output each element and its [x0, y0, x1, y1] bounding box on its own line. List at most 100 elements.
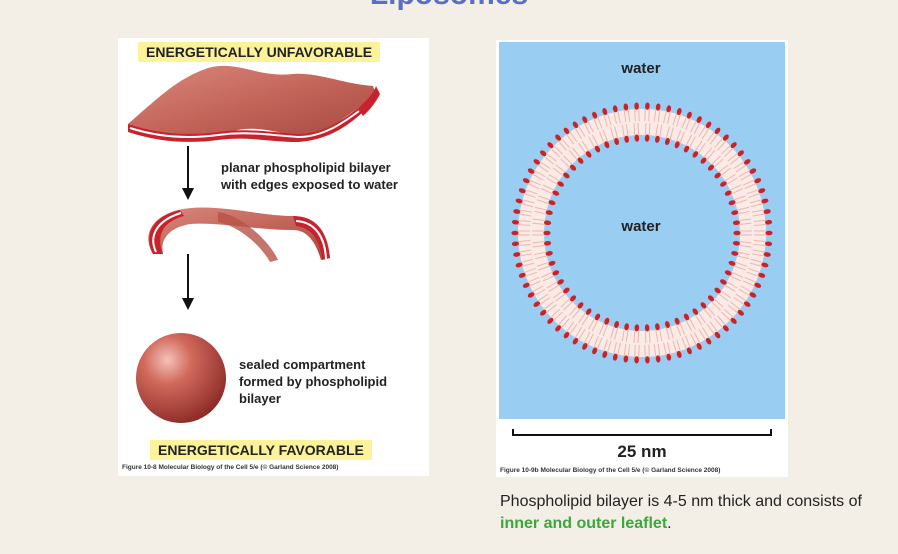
water-inside-label: water — [621, 218, 661, 235]
outer-leaflet-head — [522, 178, 530, 184]
outer-leaflet-tail — [681, 114, 688, 129]
outer-leaflet-tail — [653, 344, 657, 360]
inner-leaflet-tail — [548, 283, 562, 292]
inner-leaflet-head — [604, 317, 610, 325]
inner-leaflet-head — [563, 287, 570, 294]
outer-leaflet-tail — [638, 106, 640, 122]
inner-leaflet-tail — [598, 131, 606, 146]
inner-leaflet-tail — [614, 324, 619, 340]
inner-leaflet-head — [585, 308, 592, 315]
inner-leaflet-tail — [704, 150, 716, 163]
inner-leaflet-head — [664, 137, 670, 145]
outer-leaflet-head — [572, 337, 579, 345]
outer-leaflet-tail — [573, 125, 583, 139]
outer-leaflet-tail — [717, 315, 728, 328]
outer-leaflet-head — [696, 116, 702, 123]
inner-leaflet-tail — [678, 131, 686, 146]
outer-leaflet-tail — [735, 293, 749, 303]
inner-leaflet-head — [692, 151, 699, 158]
outer-leaflet-head — [623, 103, 629, 111]
outer-leaflet-tail — [740, 172, 755, 181]
outer-leaflet-tail — [738, 288, 753, 298]
outer-leaflet-head — [655, 103, 661, 111]
outer-leaflet-tail — [743, 178, 758, 186]
outer-leaflet-tail — [521, 267, 536, 274]
outer-leaflet-head — [764, 241, 773, 247]
inner-leaflet-head — [644, 134, 650, 142]
outer-leaflet-tail — [701, 125, 711, 139]
outer-leaflet-head — [518, 188, 526, 194]
outer-leaflet-tail — [744, 276, 759, 284]
inner-leaflet-tail — [633, 327, 636, 343]
inner-leaflet-tail — [732, 199, 748, 206]
liposome-diagram — [511, 102, 773, 436]
outer-leaflet-head — [555, 325, 562, 332]
outer-leaflet-tail — [743, 280, 758, 288]
outer-leaflet-head — [754, 282, 762, 288]
arrow-down-2 — [182, 254, 194, 310]
outer-leaflet-head — [513, 252, 521, 257]
inner-leaflet-tail — [718, 288, 732, 299]
inner-leaflet-head — [732, 240, 741, 246]
curved-bilayer-sheet — [148, 207, 330, 262]
outer-leaflet-tail — [627, 344, 631, 360]
outer-leaflet-tail — [559, 318, 570, 330]
inner-leaflet-tail — [712, 158, 724, 170]
outer-leaflet-tail — [548, 146, 561, 158]
outer-leaflet-tail — [627, 106, 631, 122]
outer-leaflet-tail — [733, 296, 747, 307]
outer-leaflet-head — [540, 309, 547, 316]
outer-leaflet-head — [634, 356, 639, 364]
inner-leaflet-tail — [542, 184, 557, 192]
outer-leaflet-head — [722, 134, 729, 141]
outer-leaflet-head — [511, 241, 520, 247]
inner-leaflet-tail — [552, 167, 566, 178]
outer-leaflet-tail — [709, 321, 720, 335]
inner-leaflet-tail — [731, 195, 746, 202]
outer-leaflet-tail — [529, 285, 544, 294]
outer-leaflet-tail — [522, 188, 538, 195]
outer-leaflet-tail — [672, 110, 678, 126]
inner-leaflet-tail — [633, 123, 636, 139]
outer-leaflet-head — [714, 331, 721, 339]
inner-leaflet-tail — [658, 326, 663, 342]
outer-leaflet-head — [582, 116, 588, 123]
outer-leaflet-tail — [746, 271, 762, 278]
outer-leaflet-tail — [698, 329, 708, 343]
inner-leaflet-head — [552, 190, 560, 196]
inner-leaflet-tail — [665, 324, 670, 340]
outer-leaflet-tail — [746, 188, 762, 195]
inner-leaflet-tail — [716, 164, 729, 175]
outer-leaflet-head — [533, 159, 541, 165]
outer-leaflet-tail — [515, 223, 531, 226]
outer-leaflet-head — [714, 127, 721, 135]
outer-leaflet-tail — [526, 178, 541, 186]
outer-leaflet-head — [540, 150, 547, 157]
inner-leaflet-tail — [578, 142, 588, 156]
inner-leaflet-tail — [701, 306, 713, 319]
inner-leaflet-head — [545, 251, 553, 256]
outer-leaflet-tail — [576, 123, 586, 137]
outer-leaflet-tail — [681, 337, 688, 352]
outer-leaflet-tail — [525, 182, 540, 190]
inner-leaflet-head — [614, 137, 620, 145]
outer-leaflet-tail — [693, 331, 702, 346]
caption: Phospholipid bilayer is 4-5 nm thick and… — [500, 491, 880, 535]
inner-leaflet-tail — [736, 222, 752, 226]
outer-leaflet-head — [705, 337, 712, 345]
inner-leaflet-tail — [555, 164, 568, 175]
inner-leaflet-tail — [541, 270, 556, 278]
outer-leaflet-head — [547, 142, 554, 149]
inner-leaflet-tail — [687, 315, 696, 330]
inner-leaflet-tail — [568, 303, 580, 316]
sealed-compartment-label: sealed compartment formed by phospholipi… — [239, 357, 388, 406]
outer-leaflet-head — [527, 168, 535, 174]
inner-leaflet-head — [604, 141, 610, 149]
outer-leaflet-tail — [582, 120, 591, 135]
outer-leaflet-tail — [753, 243, 769, 247]
outer-leaflet-tail — [541, 154, 554, 165]
inner-leaflet-head — [634, 324, 640, 332]
outer-leaflet-tail — [548, 308, 561, 320]
inner-leaflet-tail — [571, 147, 583, 160]
inner-leaflet-head — [728, 260, 736, 266]
